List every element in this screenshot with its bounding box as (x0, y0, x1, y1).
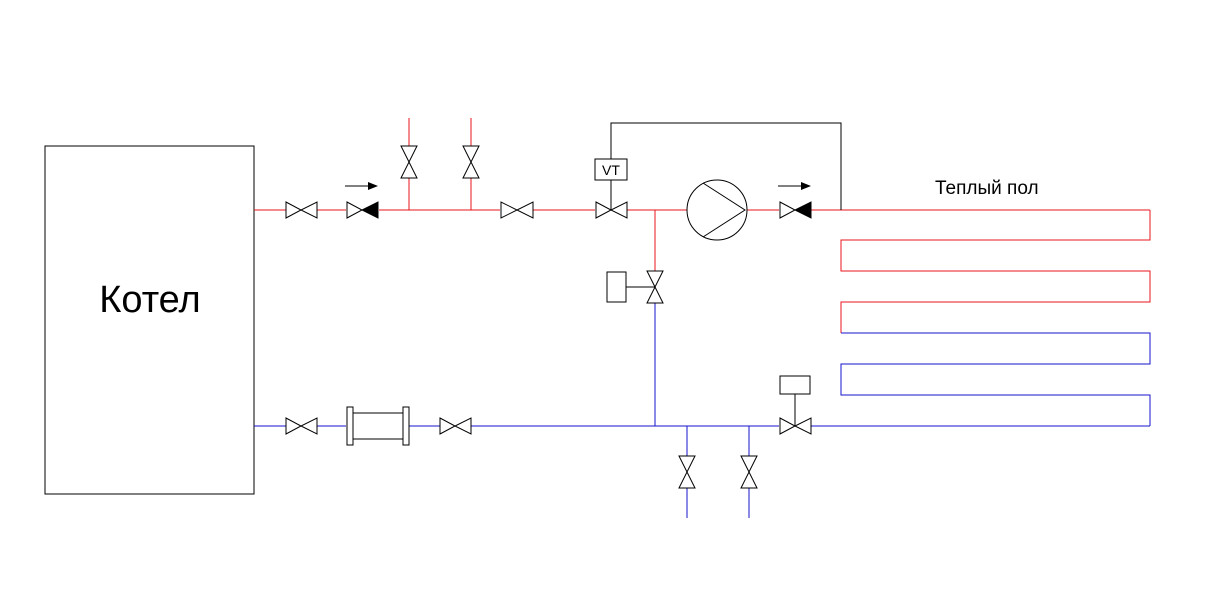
mixing-valve (606, 270, 664, 304)
thermo-head-label: VT (602, 162, 620, 178)
drain-valve-bottom-2 (740, 455, 758, 489)
boiler-label: Котел (99, 279, 200, 321)
check-valve-2 (779, 201, 812, 219)
return-pipe (254, 303, 1151, 518)
pump-icon (686, 179, 748, 241)
floor-label: Теплый пол (935, 178, 1039, 199)
filter-icon (346, 406, 410, 446)
ball-valve-return-2 (439, 417, 472, 435)
drain-valve-top-2 (462, 145, 480, 179)
ball-valve-return-1 (285, 417, 318, 435)
check-valve-1 (346, 201, 379, 219)
flow-arrow-icon (345, 182, 378, 190)
capillary-line (610, 122, 842, 210)
drain-valve-bottom-1 (678, 455, 696, 489)
balancing-valve (779, 375, 812, 435)
supply-pipe (254, 118, 1151, 333)
boiler: Котел (44, 145, 255, 495)
ball-valve-supply-1 (285, 201, 318, 219)
flow-arrow-icon (778, 182, 811, 190)
ball-valve-supply-2 (500, 201, 534, 219)
drain-valve-top-1 (400, 145, 418, 179)
